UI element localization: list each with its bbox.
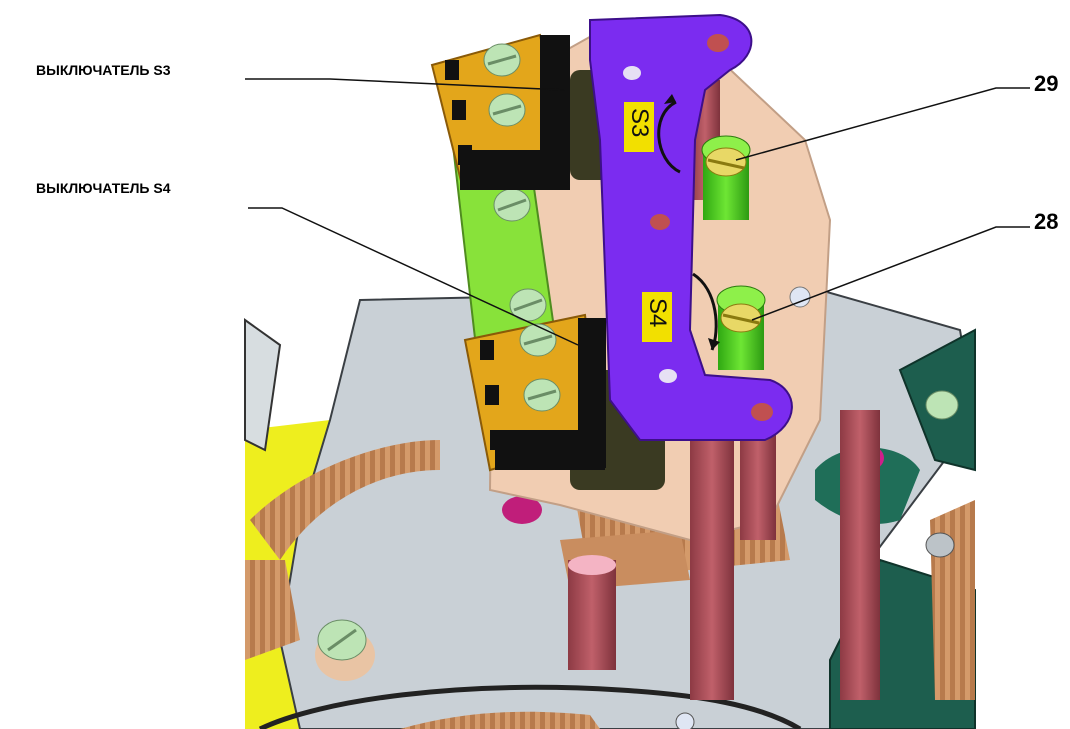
bottom-gear (400, 711, 600, 729)
tag-s3: S3 (624, 102, 654, 152)
shaft-pink (568, 560, 616, 670)
label-switch-s3: ВЫКЛЮЧАТЕЛЬ S3 (36, 62, 171, 78)
switch-s4 (463, 313, 606, 472)
teal-board-screw (925, 390, 959, 420)
gear-left (250, 440, 440, 560)
label-switch-s4: ВЫКЛЮЧАТЕЛЬ S4 (36, 180, 171, 196)
label-ref-29: 29 (1034, 71, 1059, 96)
tag-s4-text: S4 (644, 298, 671, 327)
screw-post-28 (716, 285, 766, 370)
label-ref-28: 28 (1034, 209, 1059, 234)
screw-post-29 (701, 135, 751, 220)
tag-s4: S4 (642, 292, 672, 342)
rod-center (690, 410, 734, 700)
bottom-rivet (675, 712, 695, 729)
shaft-pink-cap (568, 555, 616, 575)
left-bracket (244, 318, 282, 452)
leader-line-29 (735, 87, 1030, 161)
rod-right (840, 410, 880, 700)
switch-s3 (430, 33, 570, 190)
gray-knob-right (925, 532, 955, 558)
leader-line-s3 (245, 78, 566, 91)
base-ring (258, 684, 802, 729)
gear-left-lower (245, 560, 300, 660)
tag-s3-text: S3 (626, 108, 653, 137)
plate-rivet (789, 286, 811, 308)
magenta-knob-left (502, 496, 542, 524)
gear-right-tan (930, 500, 975, 700)
leader-line-28 (751, 226, 1030, 321)
leader-line-s4 (248, 207, 579, 346)
